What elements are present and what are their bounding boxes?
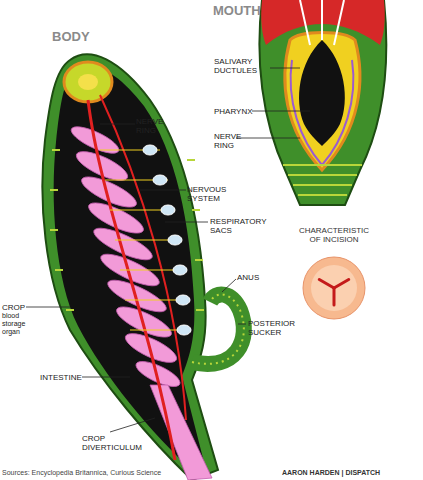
part-label: RESPIRATORY SACS bbox=[210, 217, 280, 235]
posterior-sucker bbox=[192, 294, 244, 363]
part-label: BODY bbox=[52, 30, 112, 44]
part-label: NERVE RING bbox=[214, 132, 244, 150]
leader-lines bbox=[26, 68, 310, 432]
leech-body bbox=[42, 54, 218, 480]
part-label: NERVOUS SYSTEM bbox=[187, 185, 243, 203]
part-label: INTESTINE bbox=[40, 373, 100, 382]
part-label: blood storage organ bbox=[2, 312, 26, 336]
part-label: Sources: Encyclopedia Britannica, Curiou… bbox=[2, 469, 222, 477]
incision-circle: CHARACTERISTIC OF INCISION bbox=[294, 226, 374, 322]
part-label: CROP DIVERTICULUM bbox=[82, 434, 162, 452]
part-label: ANUS bbox=[237, 273, 277, 282]
part-label: POSTERIOR SUCKER bbox=[248, 319, 306, 337]
part-label: CROP bbox=[2, 303, 42, 312]
mouth-section bbox=[259, 0, 386, 205]
part-label: NERVE RING bbox=[136, 117, 166, 135]
part-label: AARON HARDEN | DISPATCH bbox=[282, 469, 422, 477]
part-label: MOUTH bbox=[213, 4, 283, 18]
part-label: PHARYNX bbox=[214, 107, 264, 116]
incision-heading: CHARACTERISTIC OF INCISION bbox=[294, 226, 374, 244]
part-label: SALIVARY DUCTULES bbox=[214, 57, 270, 75]
